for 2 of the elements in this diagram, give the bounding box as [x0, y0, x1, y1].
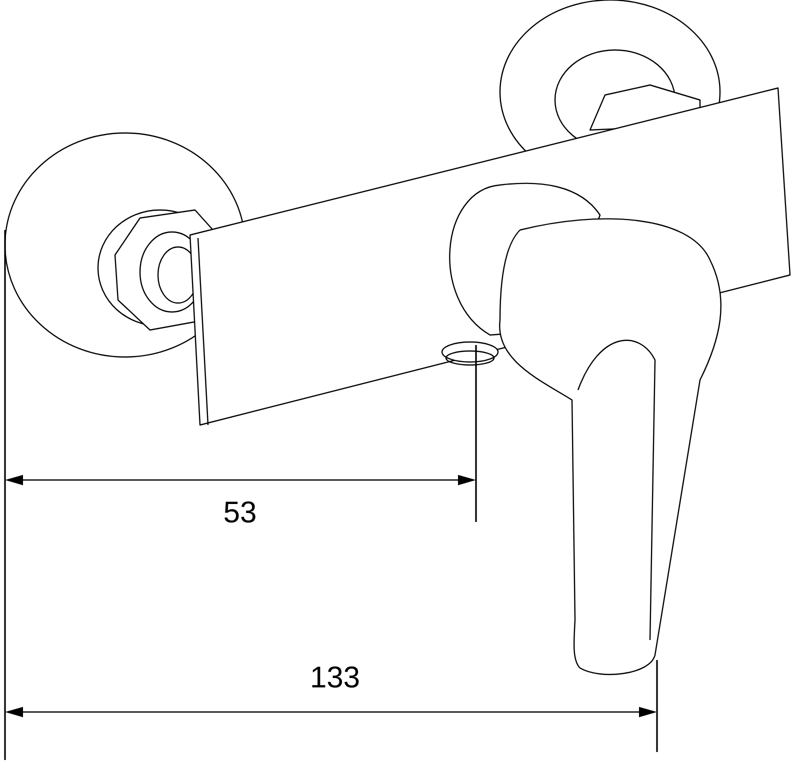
dimension-label: 133	[312, 666, 359, 688]
dimension-label: 53	[224, 501, 256, 523]
